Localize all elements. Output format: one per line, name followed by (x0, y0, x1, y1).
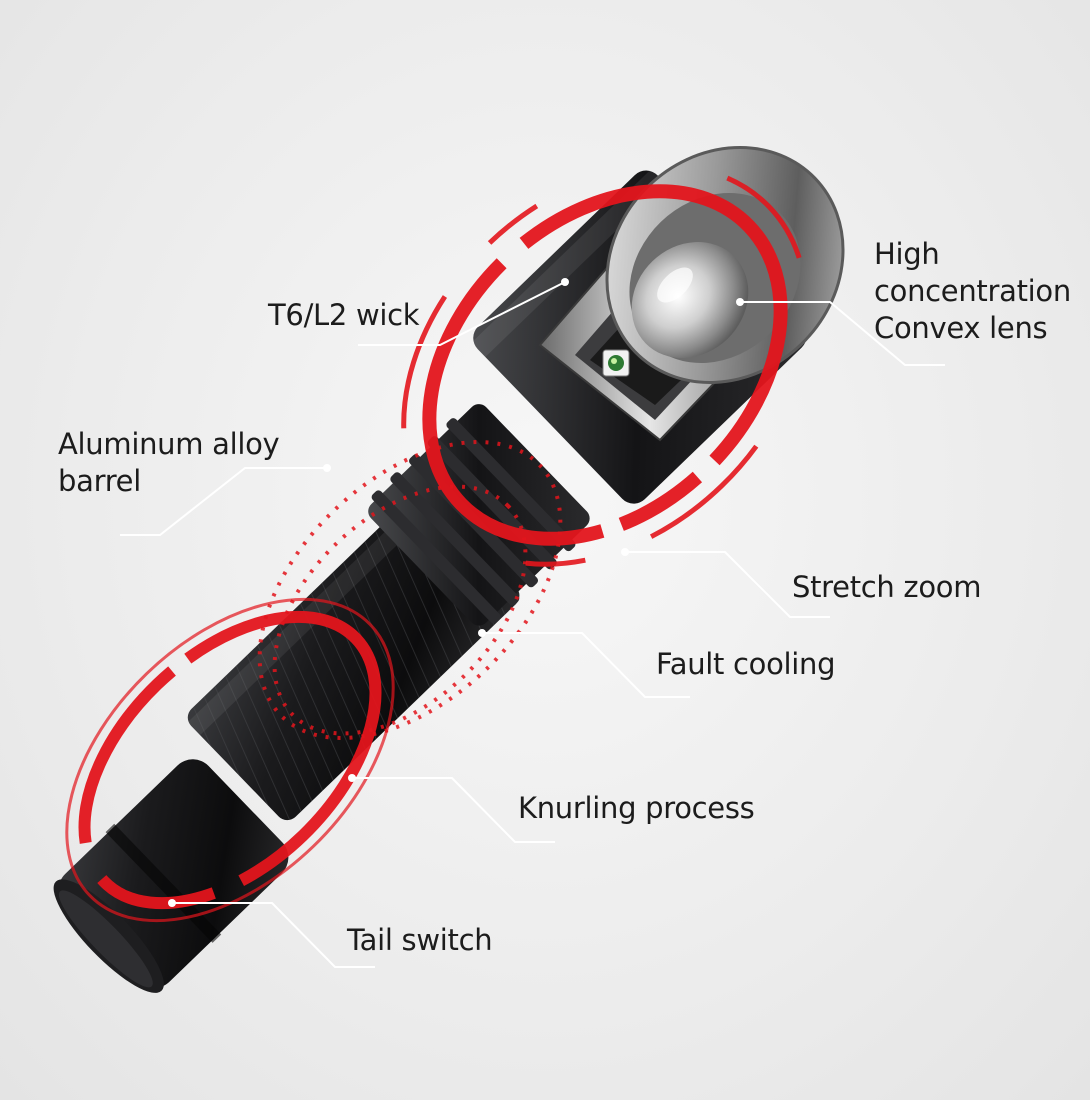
callout-convex-lens-line-1: High (874, 237, 940, 271)
callout-knurling-process: Knurling process (518, 791, 755, 825)
callout-stretch-zoom: Stretch zoom (792, 570, 982, 604)
callout-tail-switch: Tail switch (347, 923, 493, 957)
red-ring-tail (65, 597, 395, 923)
callout-convex-lens-line-3: Convex lens (874, 311, 1048, 345)
callout-t6-wick: T6/L2 wick (268, 298, 420, 332)
leader-dots (168, 278, 744, 907)
callout-aluminum-barrel-line-2: barrel (58, 464, 141, 498)
callout-aluminum-barrel: Aluminum alloy barrel (58, 426, 280, 500)
tail-cap (53, 759, 289, 993)
red-ring-head (401, 163, 809, 567)
callout-fault-cooling: Fault cooling (656, 647, 836, 681)
callout-convex-lens: High concentration Convex lens (874, 236, 1071, 347)
leader-lines (120, 281, 945, 968)
red-ring-neck-dotted (257, 440, 563, 740)
callout-convex-lens-line-2: concentration (874, 274, 1071, 308)
callout-aluminum-barrel-line-1: Aluminum alloy (58, 427, 280, 461)
